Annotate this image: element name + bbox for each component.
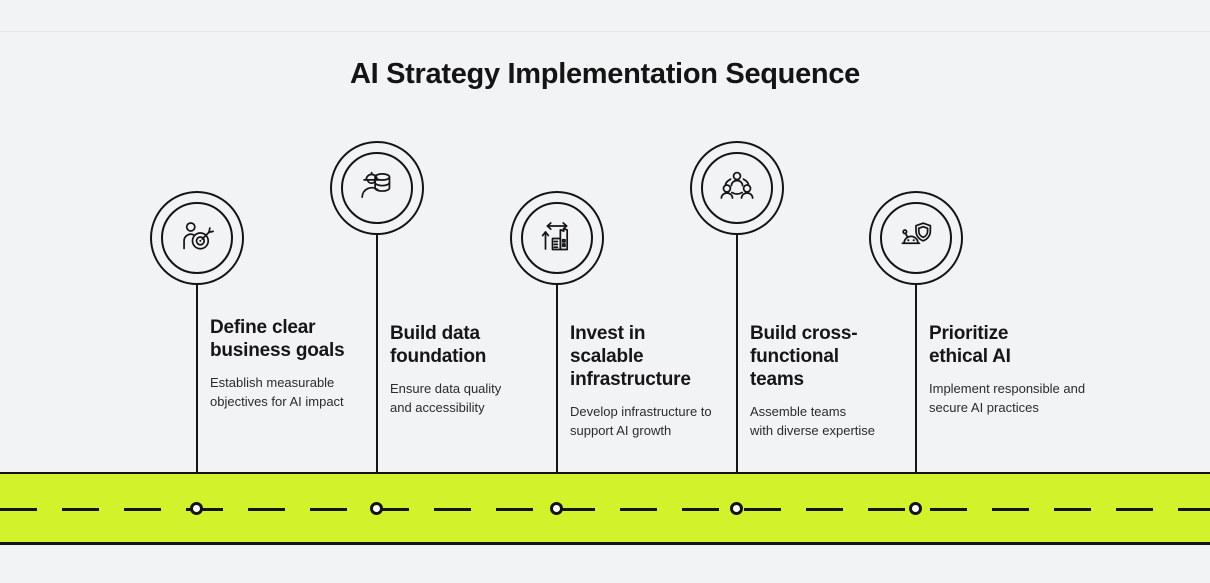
connector-line [736,235,738,509]
milestone-title: Build data foundation [390,323,487,367]
connector-line [196,285,198,509]
milestone-description: Ensure data quality and accessibility [390,381,502,415]
timeline-dot [730,502,743,515]
milestone-text: Define clear business goals Establish me… [210,316,410,411]
connector-line [915,285,917,509]
milestone-text: Build cross- functional teams Assemble t… [750,322,950,440]
person-database-icon [361,171,391,198]
milestone-text: Build data foundation Ensure data qualit… [390,322,590,417]
milestone-title: Invest in scalable infrastructure [570,323,691,390]
milestone-badge [690,141,784,235]
milestone-description: Establish measurable objectives for AI i… [210,375,344,409]
milestone-description: Assemble teams with diverse expertise [750,404,875,438]
timeline-dot [370,502,383,515]
building-arrows-icon [541,222,569,251]
timeline-dot [190,502,203,515]
road-dashed-centerline [0,508,1210,511]
milestone-badge [330,141,424,235]
timeline-road [0,472,1210,545]
robot-shield-icon [901,222,932,245]
milestone-title: Define clear business goals [210,317,345,361]
milestone-title: Build cross- functional teams [750,323,858,390]
timeline-dot [550,502,563,515]
milestone-badge [510,191,604,285]
milestone-badge [869,191,963,285]
connector-line [376,235,378,509]
page-title: AI Strategy Implementation Sequence [349,58,860,90]
timeline-dot [909,502,922,515]
connector-line [556,285,558,509]
milestone-text: Invest in scalable infrastructure Develo… [570,322,770,440]
milestone-title: Prioritize ethical AI [929,323,1011,367]
top-divider [0,31,1210,32]
milestone-description: Develop infrastructure to support AI gro… [570,404,712,438]
milestone-text: Prioritize ethical AI Implement responsi… [929,322,1129,417]
person-target-icon [183,222,214,250]
milestone-description: Implement responsible and secure AI prac… [929,381,1086,415]
milestone-badge [150,191,244,285]
team-network-icon [720,171,754,199]
